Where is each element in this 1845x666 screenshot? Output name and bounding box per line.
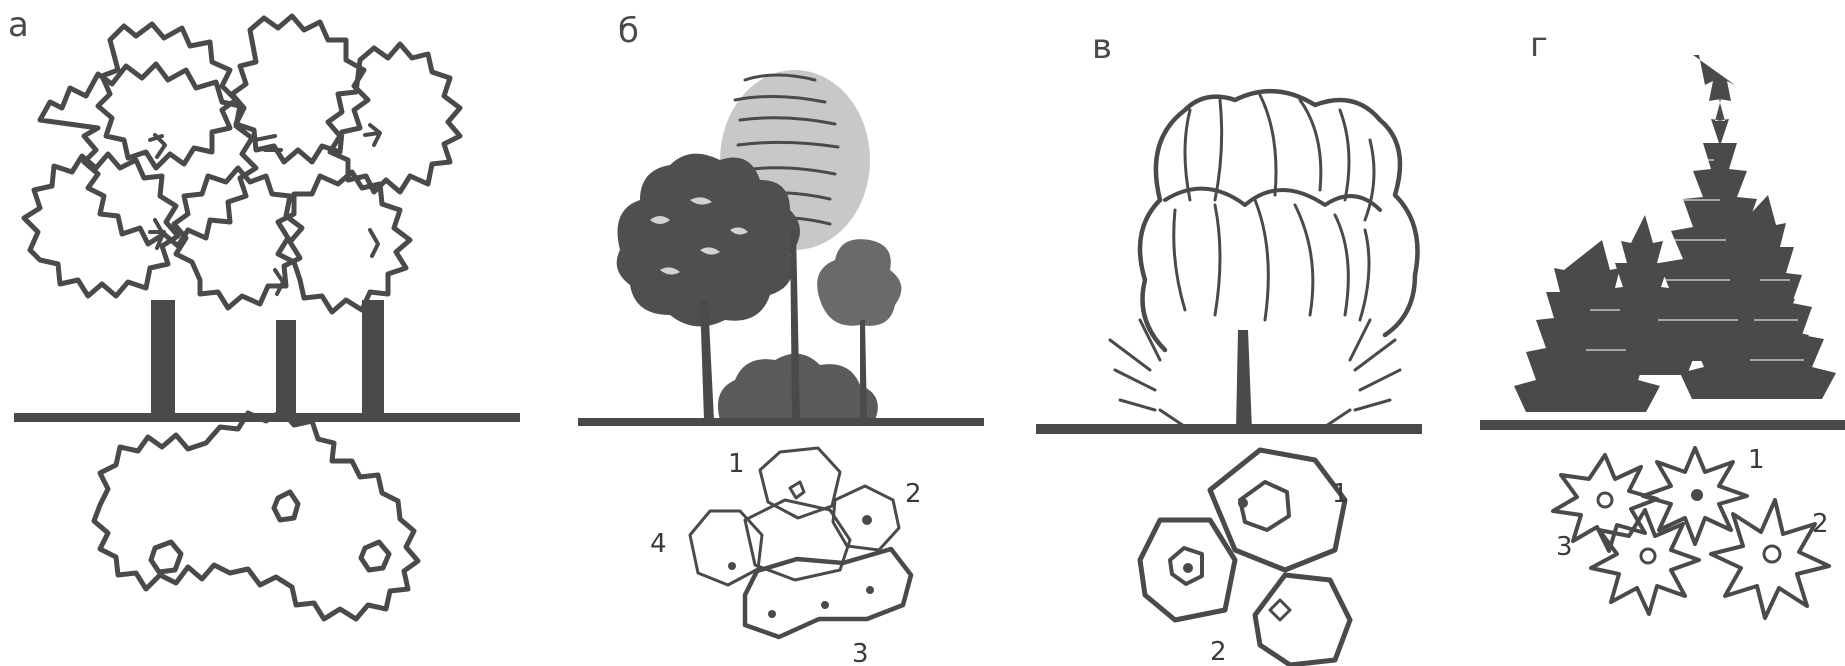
trunk-plan-dot [866, 586, 874, 594]
ground-line [1480, 420, 1845, 430]
plan-label-1: 1 [728, 449, 745, 479]
plan-label-3: 3 [852, 639, 869, 666]
crown-outline [98, 24, 236, 168]
crown-plan-polygon-3 [1255, 575, 1350, 665]
panel-b-crown-plan: 1 2 3 4 [650, 448, 922, 666]
trunk-plan-mark [274, 492, 298, 520]
branch-mark [370, 230, 378, 256]
trunk-plan-dot [1183, 563, 1193, 573]
plan-label-4: 4 [650, 529, 667, 559]
trunk-plan-dot [862, 515, 872, 525]
panel-v: в 1 2 [1036, 27, 1422, 666]
crown-plan-polygon-3-inner [1270, 600, 1290, 620]
crown-plan-polygon-3 [745, 549, 911, 637]
panel-b-tree-elevation [617, 70, 902, 420]
panel-g-letter: г [1530, 25, 1548, 65]
ground-line [1036, 424, 1422, 434]
crown-plan-polygon-1-inner [790, 482, 804, 498]
branch-mark [150, 135, 165, 157]
trunk-plan-dot [1238, 498, 1248, 508]
crown-plan-outline [94, 411, 418, 619]
trunk [362, 300, 384, 415]
panel-g: г 1 2 3 [1480, 25, 1845, 618]
crown-plan-polygon-1-inner [1240, 482, 1289, 530]
panel-v-tree-elevation [1110, 91, 1418, 430]
trunk-plan-ring [1764, 546, 1780, 562]
plan-label-2: 2 [1210, 637, 1227, 666]
crown-dark [817, 239, 901, 326]
crown-outline [328, 44, 460, 192]
panel-a-letter: а [8, 5, 29, 45]
trunk-plan-mark [361, 542, 389, 570]
plan-label-3: 3 [1556, 532, 1573, 562]
trunk [151, 300, 175, 415]
panel-b-letter: б [618, 11, 639, 51]
trunk-plan-ring [1598, 493, 1612, 507]
panel-b: б [578, 11, 984, 666]
trunk-plan-mark [151, 542, 181, 572]
trunk [276, 320, 296, 415]
crown-outline [24, 154, 178, 296]
trunk [860, 320, 867, 420]
panel-a-tree-elevation [24, 16, 460, 415]
trunk-plan-dot [768, 610, 776, 618]
trunk-plan-dot [728, 562, 736, 570]
panel-v-crown-plan: 1 2 [1140, 450, 1350, 666]
plan-label-2: 2 [1812, 509, 1829, 539]
weeping-branch [1174, 95, 1374, 320]
plan-label-1: 1 [1332, 479, 1349, 509]
panel-g-crown-plan: 1 2 3 [1553, 445, 1829, 618]
weeping-crown-outline [1156, 91, 1418, 335]
trunk-plan-dot [821, 601, 829, 609]
crown-outline [278, 172, 410, 312]
panel-a: а [8, 5, 520, 619]
branch-mark [365, 125, 380, 145]
ground-line [578, 418, 984, 426]
panel-g-tree-elevation [1514, 55, 1836, 412]
plan-label-2: 2 [905, 479, 922, 509]
panel-v-letter: в [1092, 27, 1112, 67]
trunk-plan-ring [1641, 549, 1655, 563]
trunk [1236, 330, 1252, 430]
plan-label-1: 1 [1748, 445, 1765, 475]
branch-mark [275, 270, 283, 294]
crown-outline [174, 168, 302, 308]
panel-a-crown-plan [94, 411, 418, 619]
trunk-plan-dot [1691, 489, 1703, 501]
